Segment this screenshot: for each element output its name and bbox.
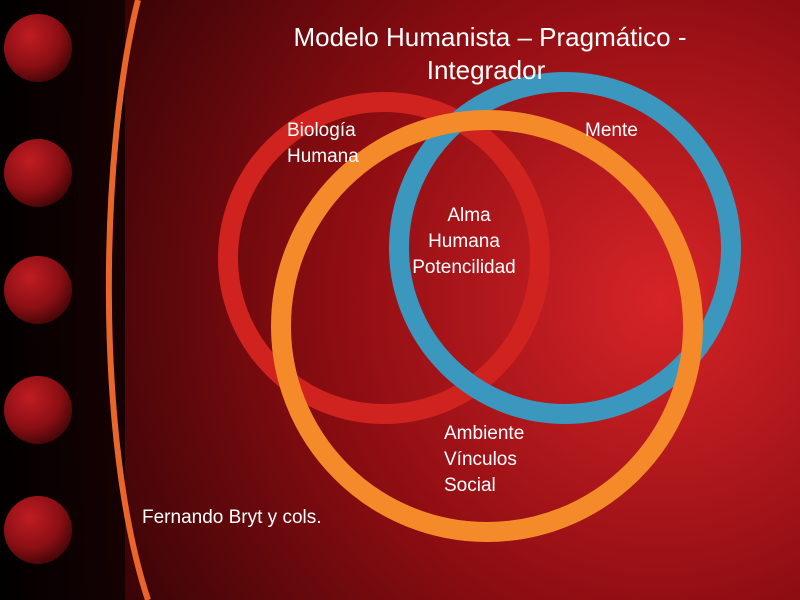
side-bubble <box>4 376 72 444</box>
ring-ambiente <box>271 110 703 542</box>
center-label-line2: Humana <box>428 231 500 252</box>
label-biologia-line2: Humana <box>287 146 359 167</box>
center-label-line1: Alma <box>447 205 491 226</box>
venn-diagram <box>218 72 741 542</box>
accent-stripe <box>105 0 151 600</box>
label-ambiente-line1: Ambiente <box>444 423 524 444</box>
credit-text: Fernando Bryt y cols. <box>142 507 322 528</box>
slide-title-line1: Modelo Humanista – Pragmático - <box>293 22 686 52</box>
label-ambiente-line2: Vínculos <box>444 449 517 470</box>
label-mente: Mente <box>585 120 638 141</box>
ring-biologia <box>218 92 550 424</box>
label-ambiente-line3: Social <box>444 475 496 496</box>
side-bubble <box>4 139 72 207</box>
side-bubble <box>4 256 72 324</box>
ring-mente <box>389 72 741 424</box>
slide-title-line2: Integrador <box>427 55 546 85</box>
side-bubble <box>4 14 72 82</box>
side-bubble <box>4 496 72 564</box>
side-bubbles <box>4 14 72 564</box>
center-label-line3: Potencilidad <box>412 257 516 278</box>
label-biologia-line1: Biología <box>287 120 356 141</box>
